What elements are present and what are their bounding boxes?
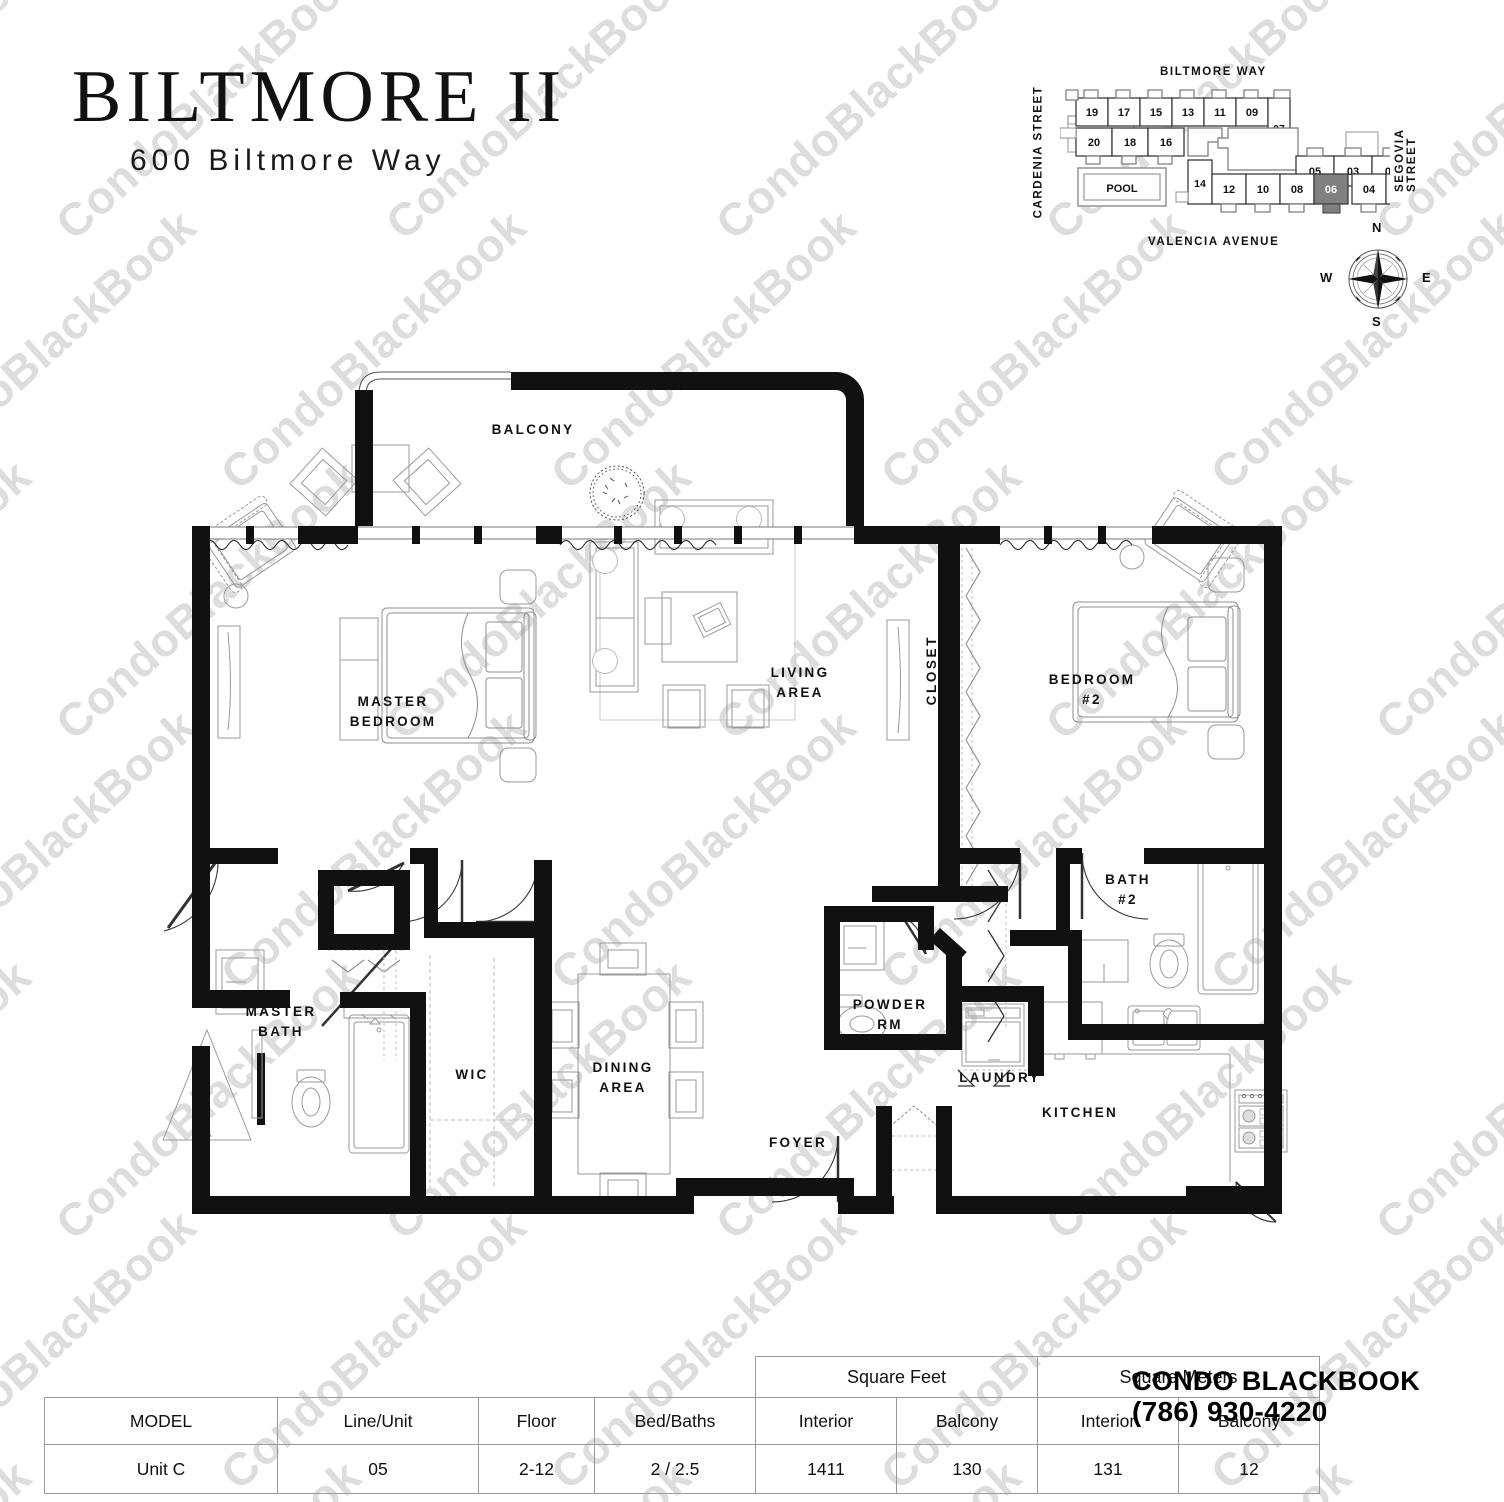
sitemap-unit-label: 10 <box>1257 184 1269 196</box>
compass-north-label: N <box>1372 220 1382 235</box>
sitemap-unit <box>1075 97 1109 127</box>
sitemap-unit-label: 14 <box>1194 178 1206 190</box>
table-cell-sqm-balcony: 12 <box>1178 1444 1320 1494</box>
sitemap-unit <box>1075 127 1113 157</box>
sitemap-unit-label: 19 <box>1086 107 1098 119</box>
room-label-balcony: BALCONY <box>491 422 575 437</box>
sitemap-unit-label: 20 <box>1088 137 1100 149</box>
table-spacer-cell <box>595 1357 756 1398</box>
room-label-bedroom-2: BEDROOM#2 <box>1048 672 1136 707</box>
watermark-text: CondoBlackBook <box>705 0 1031 250</box>
watermark-text: CondoBlackBook <box>0 0 41 250</box>
watermark-text: CondoBlackBook <box>0 1449 41 1502</box>
brand-name-part2: BLACKBOOK <box>1241 1366 1420 1396</box>
watermark-text: CondoBlackBook <box>1365 1449 1504 1502</box>
sitemap-unit <box>1211 173 1247 205</box>
sitemap-unit <box>1107 97 1141 127</box>
project-address: 600 Biltmore Way <box>130 144 446 178</box>
sitemap-pool-inner <box>1083 173 1161 201</box>
table-column-header: Line/Unit <box>277 1397 479 1445</box>
brand-phone: (786) 930-4220 <box>1132 1396 1328 1428</box>
table-cell-sqm-interior: 131 <box>1037 1444 1179 1494</box>
sitemap-unit <box>1147 127 1185 157</box>
room-label-lin: LIN <box>343 933 373 948</box>
room-label-bath-2: BATH#2 <box>1105 872 1151 907</box>
sitemap-street-west: CARDENIA STREET <box>1032 85 1045 219</box>
compass-east-label: E <box>1422 270 1431 285</box>
sitemap-unit <box>1385 173 1390 205</box>
floor-plan-drawing <box>162 371 1288 1223</box>
table-column-header: Interior <box>1037 1397 1179 1445</box>
sitemap-unit-label: 08 <box>1291 184 1303 196</box>
sitemap-unit <box>1171 97 1205 127</box>
sitemap-unit <box>1245 173 1281 205</box>
room-label-foyer: FOYER <box>768 1135 828 1150</box>
table-column-header: Balcony <box>896 1397 1038 1445</box>
brand-name: CONDO BLACKBOOK <box>1132 1366 1420 1396</box>
table-cell-model: Unit C <box>44 1444 278 1494</box>
compass-south-label: S <box>1372 314 1381 329</box>
sitemap-diagram: 1917151311090720181605030114121008060402… <box>1060 89 1390 214</box>
watermark-text: CondoBlackBook <box>1365 449 1504 750</box>
table-group-header-sqm: Square Meters <box>1037 1356 1320 1398</box>
sitemap-street-south: VALENCIA AVENUE <box>1148 236 1280 248</box>
table-column-header: MODEL <box>44 1397 278 1445</box>
table-spacer-cell <box>45 1357 278 1398</box>
sitemap-pool-label: POOL <box>1106 183 1137 195</box>
title-block: BILTMORE II 600 Biltmore Way <box>72 56 567 178</box>
sitemap-unit-label: 15 <box>1150 107 1162 119</box>
table-spacer-cell <box>278 1357 479 1398</box>
sitemap-street-north: BILTMORE WAY <box>1160 66 1267 78</box>
room-label-wic: WIC <box>455 1067 489 1082</box>
sitemap-unit <box>1351 173 1387 205</box>
sitemap-street-east: SEGOVIA STREET <box>1394 128 1418 192</box>
sitemap-unit-label: 09 <box>1246 107 1258 119</box>
table-spacer-cell <box>479 1357 595 1398</box>
compass-rose: N S E W <box>1318 220 1438 329</box>
watermark-text: CondoBlackBook <box>1365 949 1504 1250</box>
room-label-closet: CLOSET <box>924 635 940 706</box>
table-cell-sqft-interior: 1411 <box>755 1444 897 1494</box>
table-column-header: Interior <box>755 1397 897 1445</box>
compass-west-label: W <box>1320 270 1333 285</box>
brand-name-part1: CONDO <box>1132 1366 1242 1396</box>
table-cell-floor: 2-12 <box>478 1444 595 1494</box>
sitemap-unit-label: 18 <box>1124 137 1136 149</box>
sitemap-unit-label: 17 <box>1118 107 1130 119</box>
table-cell-sqft-balcony: 130 <box>896 1444 1038 1494</box>
sitemap-unit-highlighted <box>1313 173 1349 205</box>
sitemap-unit-label: 12 <box>1223 184 1235 196</box>
table-column-header: Floor <box>478 1397 595 1445</box>
table-column-header: Bed/Baths <box>594 1397 756 1445</box>
brand-block: CONDO BLACKBOOK (786) 930-4220 <box>1132 1366 1420 1428</box>
sitemap-unit-label: 11 <box>1214 107 1226 119</box>
sitemap-unit-label: 06 <box>1325 184 1337 196</box>
sitemap-unit-label: 01 <box>1385 166 1390 178</box>
room-label-laundry: LAUNDRY <box>959 1070 1041 1085</box>
table-cell-line-unit: 05 <box>277 1444 479 1494</box>
site-map: BILTMORE WAY VALENCIA AVENUE CARDENIA ST… <box>1000 58 1440 329</box>
page-title: BILTMORE II <box>72 56 567 138</box>
table-cell-bed-baths: 2 / 2.5 <box>594 1444 756 1494</box>
table-group-header-sqft: Square Feet <box>755 1356 1038 1398</box>
sitemap-unit-label: 04 <box>1363 184 1376 196</box>
sitemap-unit-label: 16 <box>1160 137 1172 149</box>
sitemap-unit-label: 13 <box>1182 107 1194 119</box>
room-label-kitchen: KITCHEN <box>1041 1105 1119 1120</box>
